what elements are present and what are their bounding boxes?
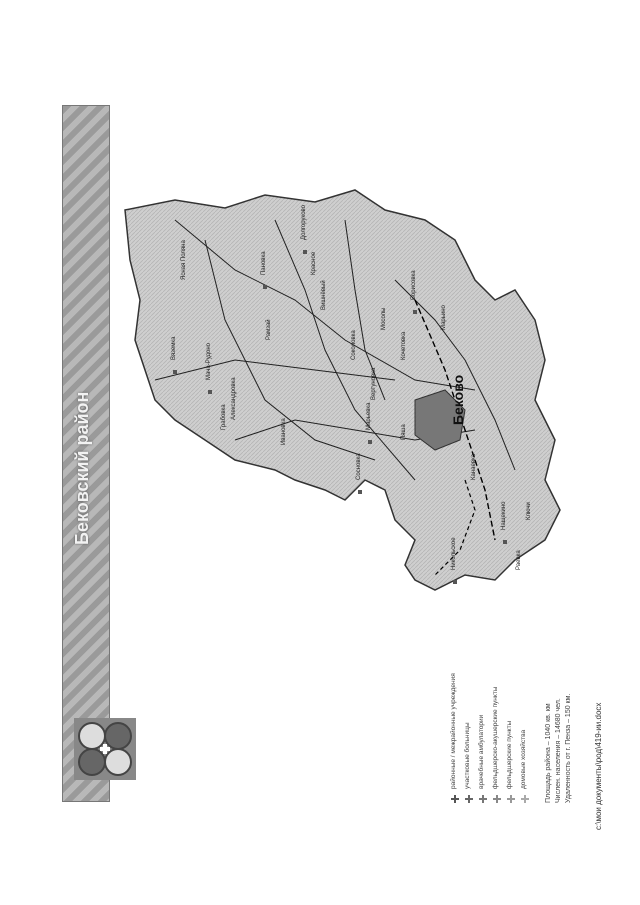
place-labels: Вяземка Мача-Рудоно Грабовка Ясная Полян… — [171, 204, 532, 570]
district-boundary — [124, 189, 561, 591]
place-label: Ключи — [526, 502, 532, 520]
settlement-markers — [173, 250, 507, 584]
legend-item: домовые хозяйства — [520, 729, 527, 789]
place-label: Нащекино — [501, 501, 507, 530]
place-label: Раевка — [516, 550, 522, 570]
place-label: Борисовка — [411, 270, 417, 300]
legend-item: врачебные амбулатории — [478, 714, 485, 789]
place-label: Вяземка — [171, 336, 177, 360]
ambulatory-icon — [479, 795, 487, 803]
district-title: Бековский район — [72, 391, 92, 545]
distance-note: Удаленность от г. Пенза – 150 км. — [565, 693, 572, 803]
place-label: Вертуновка — [371, 367, 377, 400]
place-label: Пановка — [261, 251, 267, 275]
fap-icon — [493, 795, 501, 803]
place-label: Долгоруково — [301, 204, 307, 240]
place-label: Кочетовка — [401, 331, 407, 360]
emblem-icon — [74, 718, 136, 780]
place-label: Марьино — [441, 304, 447, 330]
legend-item: районные / межрайонные учреждения — [450, 673, 457, 789]
legend-item: участковые больницы — [464, 722, 471, 789]
place-label: Грабовка — [221, 404, 227, 430]
railway — [414, 299, 496, 541]
place-label: Красное — [311, 251, 317, 275]
place-label: Пяша — [401, 424, 407, 440]
district-institution-icon — [451, 795, 459, 803]
map-legend: районные / межрайонные учреждения участк… — [445, 595, 595, 815]
place-label: Мосолы — [381, 308, 387, 331]
place-label: Соколовка — [351, 330, 357, 360]
place-label: Сосновка — [356, 453, 362, 480]
file-path: c:\мои документы\род\419-ии.docx — [594, 702, 603, 830]
place-label: Александровка — [231, 377, 237, 420]
header-band — [62, 105, 110, 802]
place-label: Ивановка — [281, 418, 287, 445]
feldsher-point-icon — [507, 795, 515, 803]
legend-item: фельдшерско-акушерские пункты — [492, 686, 499, 789]
place-label: Канаевка — [471, 453, 477, 480]
legend-item: фельдшерские пункты — [506, 720, 513, 789]
border-line — [434, 479, 476, 576]
place-label: Никольское — [451, 537, 457, 570]
household-icon — [521, 795, 529, 803]
place-label: Рамзай — [265, 319, 272, 340]
place-label: Ясная Поляна — [181, 240, 187, 280]
center-city-label: Беково — [450, 375, 466, 425]
district-map: Вяземка Мача-Рудоно Грабовка Ясная Полян… — [124, 189, 561, 591]
city-area — [414, 389, 466, 451]
place-label: Вишнёвый — [320, 280, 327, 310]
place-label: Мача-Рудоно — [206, 342, 212, 380]
place-label: Марьевка — [366, 402, 372, 430]
population-note: Числен. населения – 14680 чел. — [555, 698, 562, 803]
hospital-icon — [465, 795, 473, 803]
roads — [154, 219, 516, 481]
area-note: Площадь района – 1040 кв. км — [545, 703, 552, 803]
